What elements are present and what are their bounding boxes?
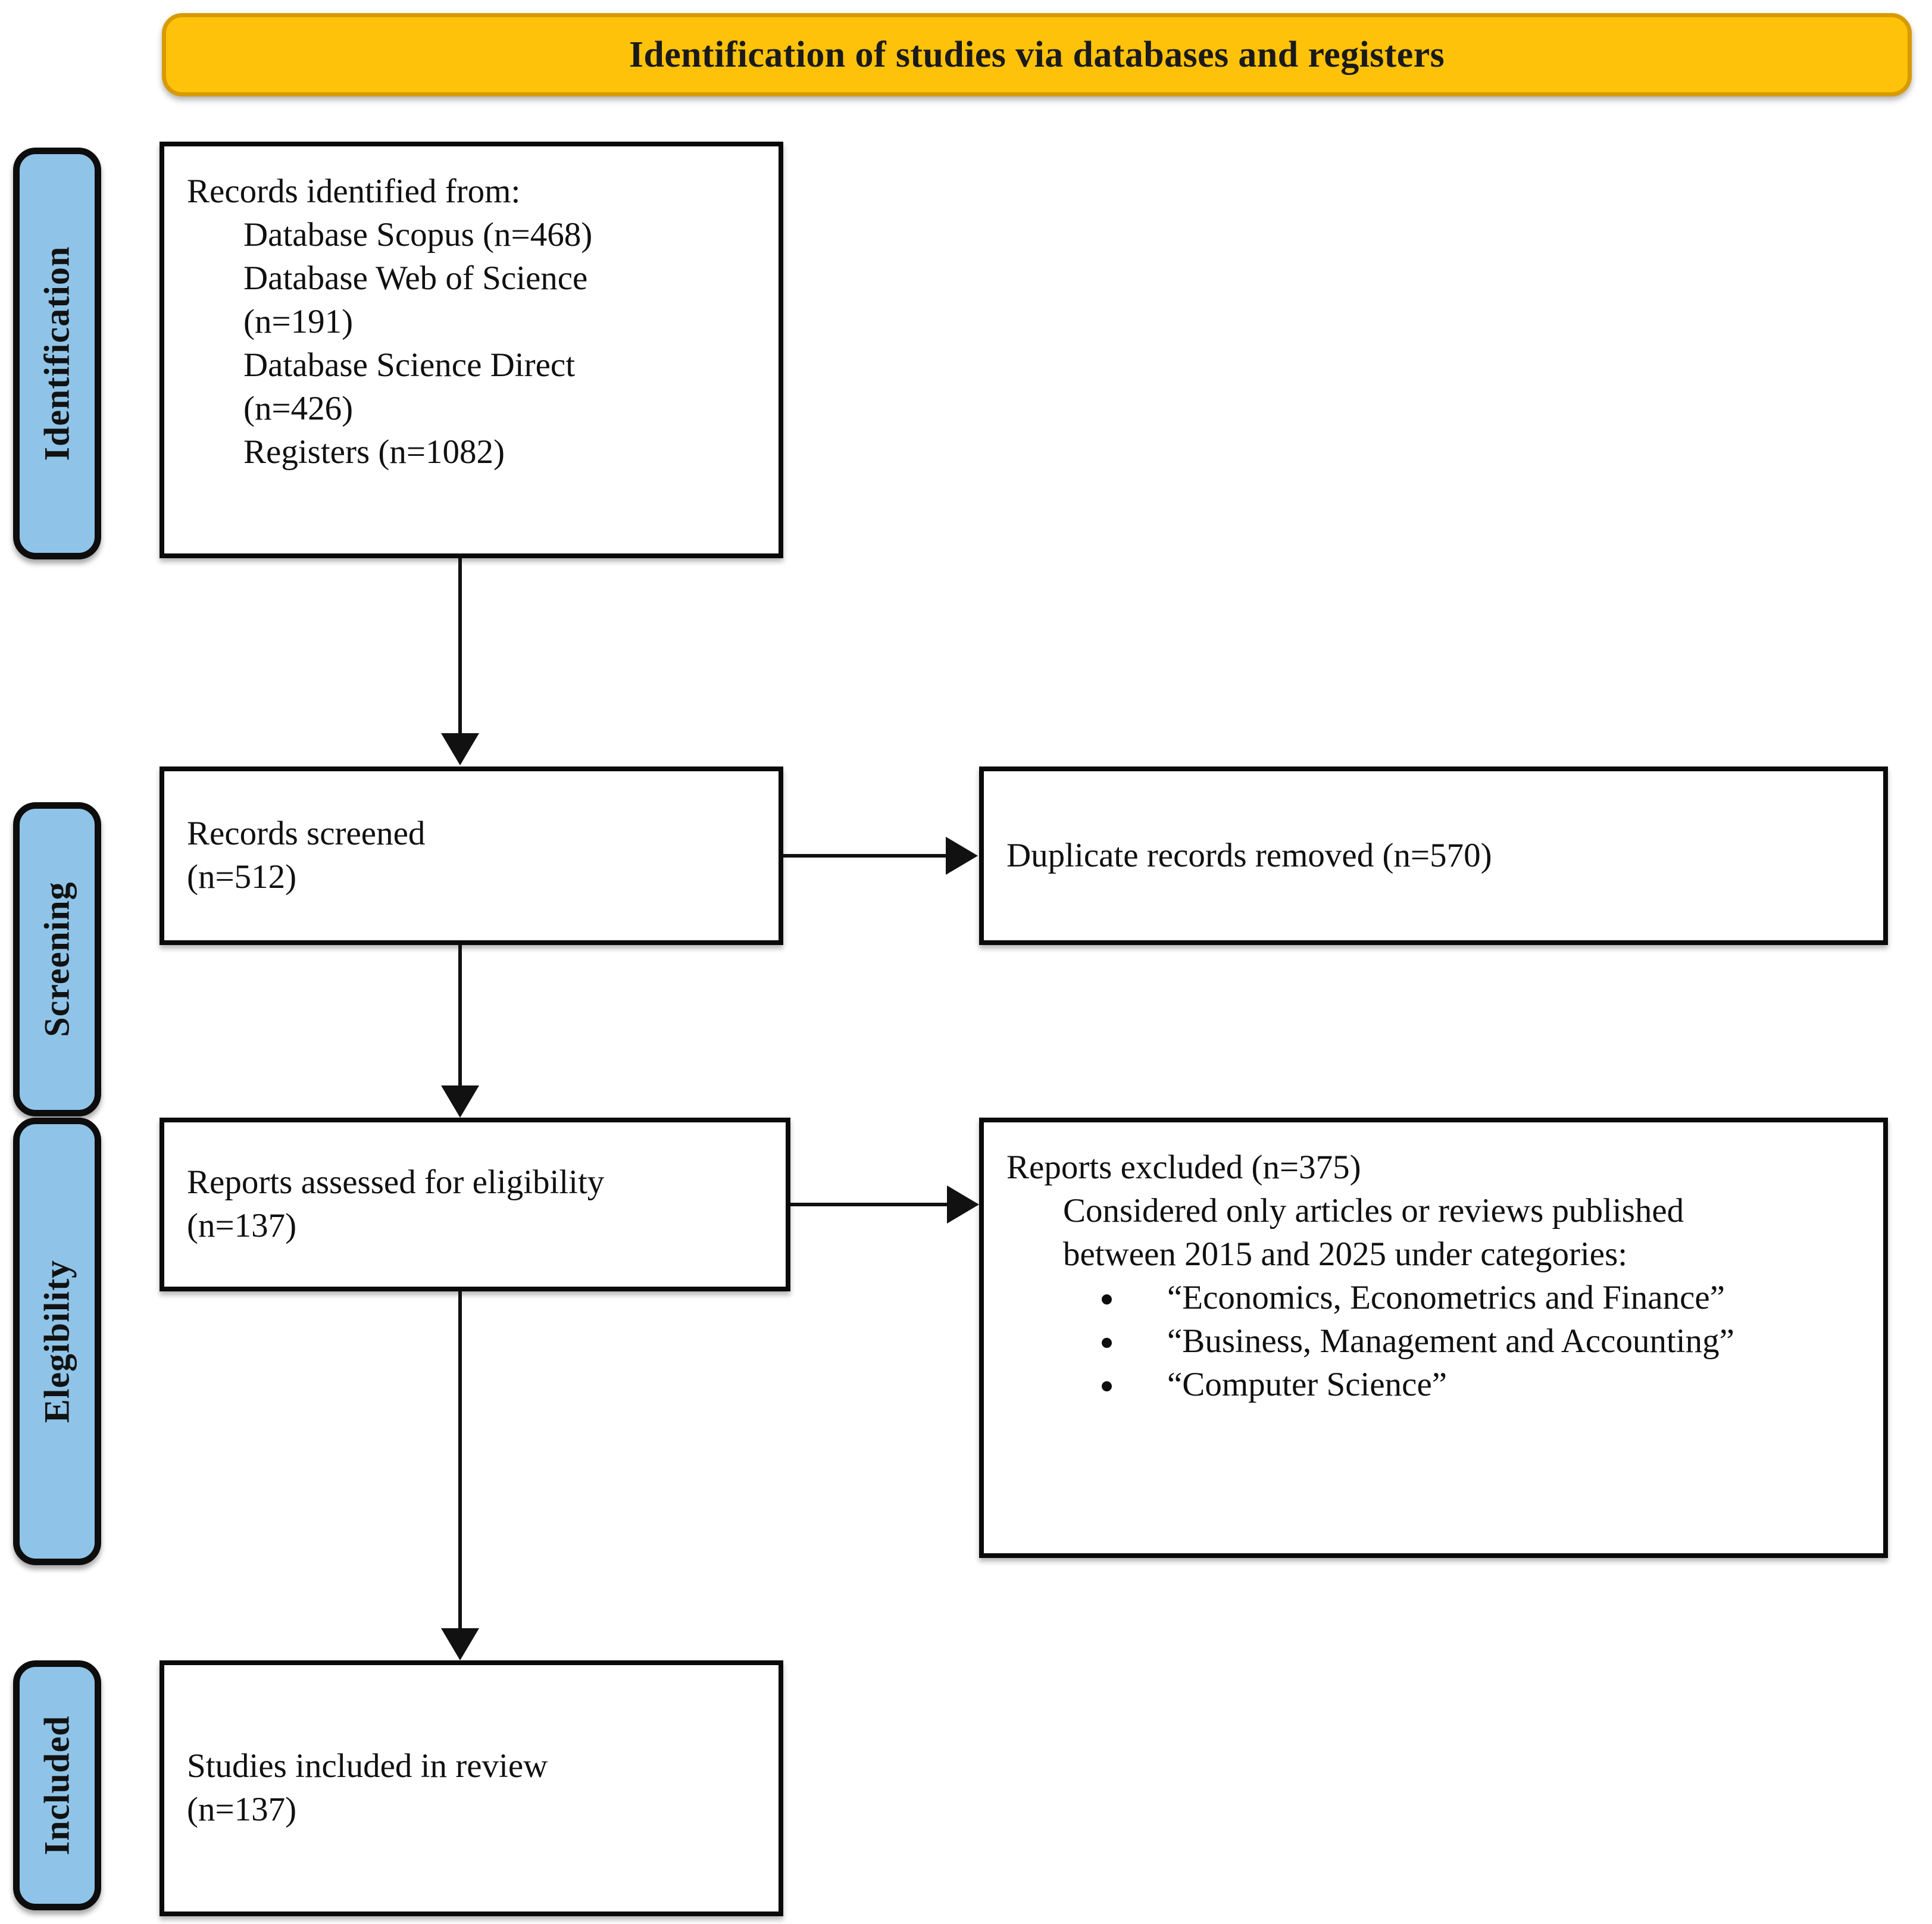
stage-label-screening-text: Screening [37,881,77,1037]
reports-excluded-subline-1: Considered only articles or reviews publ… [1063,1191,1684,1230]
records-identified-item-scopus: Database Scopus (n=468) [243,215,593,254]
arrow-down-icon [441,1085,479,1118]
duplicate-records-removed-label: Duplicate records removed (n=570) [1006,836,1492,874]
box-records-screened: Records screened (n=512) [160,767,783,945]
connector-identified-to-screened [458,558,462,737]
records-identified-item-sciencedirect: Database Science Direct [243,346,576,384]
records-identified-heading: Records identified from: [187,173,521,210]
banner-title: Identification of studies via databases … [629,34,1445,75]
stage-label-included: Included [13,1660,101,1910]
stage-label-eligibility: Elegibility [13,1118,101,1565]
list-item: “Business, Management and Accounting” [1006,1320,1861,1363]
list-item: “Computer Science” [1006,1363,1861,1407]
stage-label-included-text: Included [37,1715,77,1856]
records-screened-count: (n=512) [187,858,297,896]
connector-screened-to-duplicates [783,854,947,858]
records-identified-item-wos-count: (n=191) [243,302,354,340]
arrow-down-icon [441,1628,479,1660]
bullet-dot-icon [1102,1337,1112,1348]
box-reports-assessed-for-eligibility: Reports assessed for eligibility (n=137) [160,1118,790,1291]
records-identified-item-sciencedirect-count: (n=426) [243,389,354,427]
reports-excluded-category-2: “Business, Management and Accounting” [1167,1322,1734,1360]
connector-eligibility-to-excluded [790,1203,948,1206]
box-duplicate-records-removed: Duplicate records removed (n=570) [979,767,1888,945]
records-screened-label: Records screened [187,815,426,853]
bullet-dot-icon [1102,1381,1112,1391]
studies-included-count: (n=137) [187,1791,297,1828]
connector-screened-to-eligibility [458,945,462,1088]
stage-label-screening: Screening [13,802,101,1116]
box-records-identified: Records identified from: Database Scopus… [160,142,783,558]
arrow-down-icon [441,733,479,765]
reports-excluded-category-3: “Computer Science” [1167,1365,1448,1403]
reports-excluded-subline-2: between 2015 and 2025 under categories: [1063,1235,1628,1273]
records-identified-item-registers: Registers (n=1082) [243,433,505,471]
arrow-right-icon [946,837,978,875]
arrow-right-icon [947,1185,979,1224]
header-banner: Identification of studies via databases … [162,13,1912,96]
reports-excluded-category-1: “Economics, Econometrics and Finance” [1167,1278,1725,1316]
stage-label-identification-text: Identification [37,246,77,461]
reports-excluded-heading: Reports excluded (n=375) [1006,1149,1361,1186]
reports-excluded-category-list: “Economics, Econometrics and Finance” “B… [1006,1277,1861,1407]
reports-assessed-label: Reports assessed for eligibility [187,1163,605,1202]
stage-label-eligibility-text: Elegibility [37,1259,77,1424]
list-item: “Economics, Econometrics and Finance” [1006,1277,1861,1320]
studies-included-label: Studies included in review [187,1747,548,1785]
box-reports-excluded: Reports excluded (n=375) Considered only… [979,1118,1888,1558]
records-identified-item-wos: Database Web of Science [243,259,588,297]
bullet-dot-icon [1102,1294,1112,1304]
stage-label-identification: Identification [13,148,101,559]
connector-eligibility-to-included [458,1291,462,1631]
reports-assessed-count: (n=137) [187,1207,297,1244]
box-studies-included-in-review: Studies included in review (n=137) [160,1660,783,1916]
